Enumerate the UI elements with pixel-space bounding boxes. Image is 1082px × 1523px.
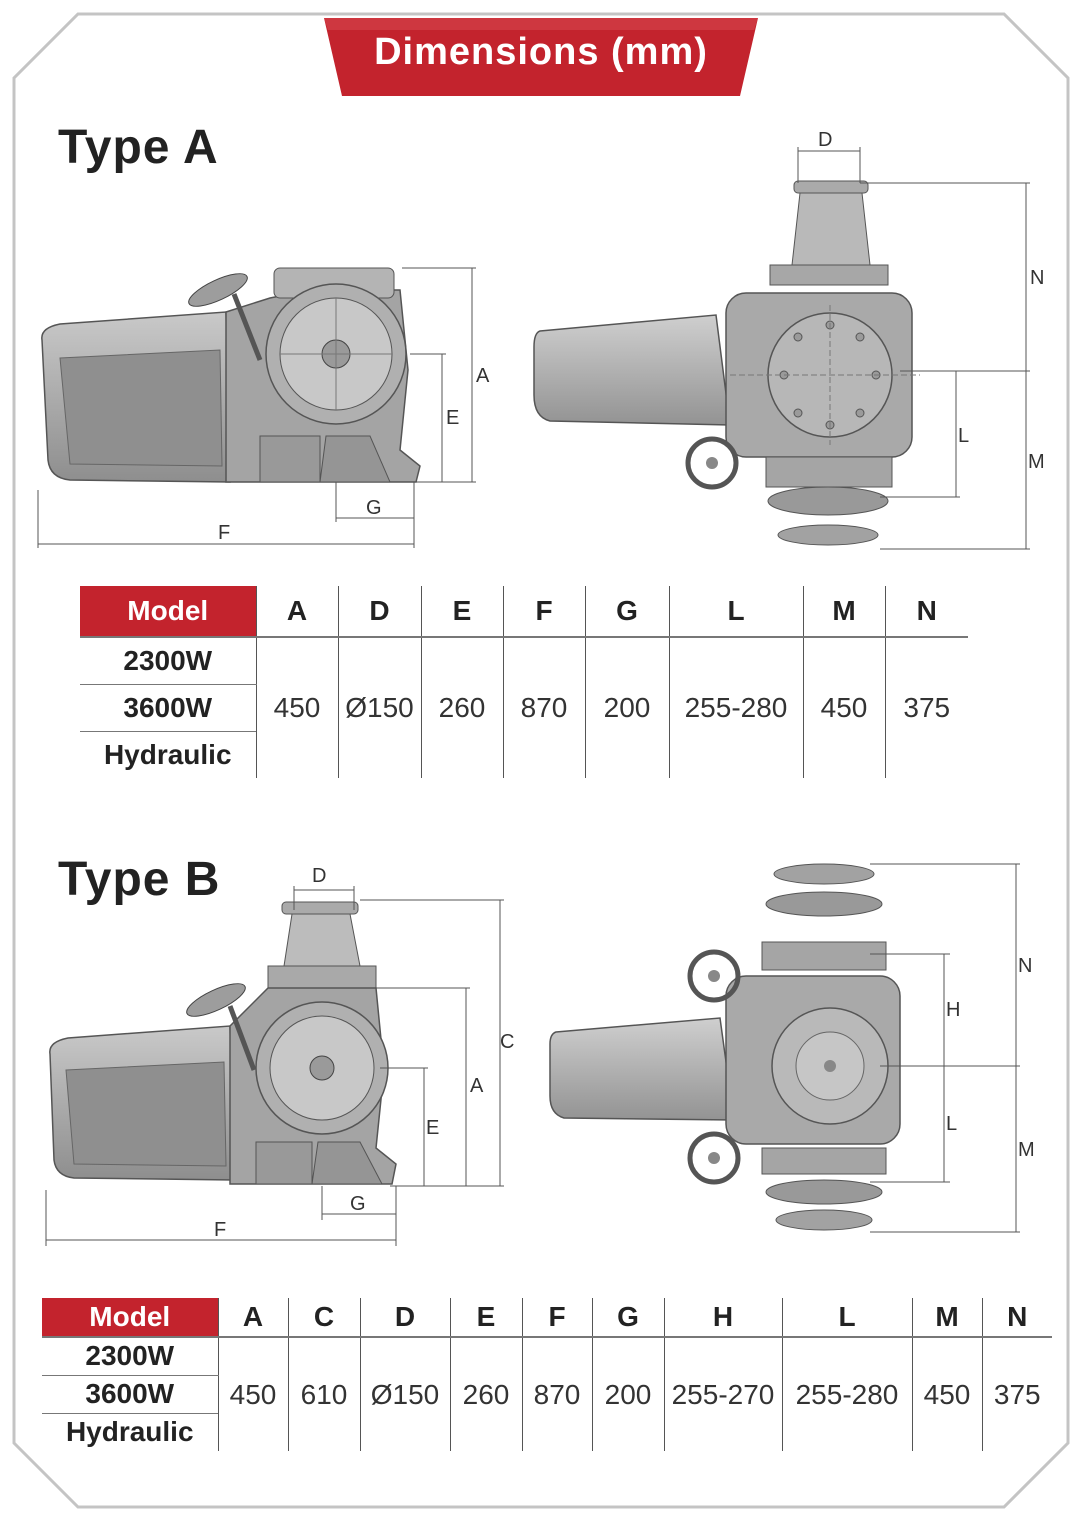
header-f: F (521, 1298, 592, 1338)
value-c: 610 (287, 1337, 360, 1451)
type-a-dim-a: A (476, 365, 490, 387)
value-f: 870 (502, 637, 585, 778)
table-row: 3600W (42, 1375, 1052, 1414)
header-a: A (217, 1298, 288, 1338)
page-title: Dimensions (mm) (374, 31, 708, 73)
type-b-top-view (549, 863, 1020, 1233)
header-m: M (802, 586, 885, 638)
value-a: 450 (255, 637, 338, 778)
value-m: 450 (911, 1337, 982, 1451)
header-model: Model (80, 586, 256, 638)
value-f: 870 (521, 1337, 592, 1451)
header-model: Model (42, 1298, 218, 1338)
header-d: D (359, 1298, 450, 1338)
value-g: 200 (591, 1337, 664, 1451)
type-b-dim-f: F (214, 1219, 227, 1241)
header-m: M (911, 1298, 982, 1338)
value-g: 200 (584, 637, 669, 778)
model-cell: 2300W (80, 637, 256, 685)
type-a-top-view (533, 147, 1030, 550)
header-n: N (884, 586, 968, 638)
header-e: E (449, 1298, 522, 1338)
type-b-dim-h: H (946, 999, 961, 1021)
value-l: 255-280 (668, 637, 803, 778)
table-row: 2300W 450 610 Ø150 260 870 200 255-270 2… (42, 1337, 1052, 1451)
type-a-dim-g: G (366, 497, 382, 519)
type-b-dim-a: A (470, 1075, 484, 1097)
type-b-side-view (45, 886, 504, 1246)
model-cell: 3600W (42, 1375, 218, 1414)
header-l: L (781, 1298, 912, 1338)
header-row: Model A D E F G L M N (80, 586, 968, 638)
table-row: 2300W 450 Ø150 260 870 200 255-280 450 3… (80, 637, 968, 778)
value-n: 375 (981, 1337, 1052, 1451)
type-b-dim-l: L (946, 1113, 958, 1135)
type-a-dim-f: F (218, 522, 231, 544)
header-c: C (287, 1298, 360, 1338)
title-banner (324, 18, 758, 96)
header-f: F (502, 586, 585, 638)
type-b-dim-n: N (1018, 955, 1033, 977)
type-a-dim-m: M (1028, 451, 1045, 473)
value-e: 260 (420, 637, 503, 778)
type-a-dim-n: N (1030, 267, 1045, 289)
header-d: D (337, 586, 421, 638)
header-n: N (981, 1298, 1052, 1338)
value-l: 255-280 (781, 1337, 912, 1451)
type-a-dim-l: L (958, 425, 970, 447)
header-a: A (255, 586, 338, 638)
header-e: E (420, 586, 503, 638)
type-b-dim-d: D (312, 865, 327, 887)
type-b-dim-c: C (500, 1031, 515, 1053)
type-b-dim-e: E (426, 1117, 440, 1139)
model-cell: Hydraulic (65, 1416, 194, 1448)
header-l: L (668, 586, 803, 638)
type-b-dim-m: M (1018, 1139, 1035, 1161)
type-b-spec-table: Model A C D E F G H L M N 2300W 450 610 … (42, 1298, 1052, 1451)
type-b-dim-g: G (350, 1193, 366, 1215)
table-row: Hydraulic (42, 1413, 1052, 1451)
value-h: 255-270 (663, 1337, 782, 1451)
value-d: Ø150 (359, 1337, 450, 1451)
table-row: 3600W (80, 684, 968, 732)
model-cell: 2300W (42, 1337, 218, 1376)
type-b-heading: Type B (58, 853, 221, 906)
model-cell: Hydraulic (103, 738, 232, 770)
value-m: 450 (802, 637, 885, 778)
header-row: Model A C D E F G H L M N (42, 1298, 1052, 1338)
model-cell: 3600W (80, 684, 256, 732)
type-a-heading: Type A (58, 121, 219, 174)
value-d: Ø150 (337, 637, 421, 778)
value-a: 450 (217, 1337, 288, 1451)
type-a-dim-d: D (818, 129, 833, 151)
type-a-side-view (37, 267, 476, 548)
header-h: H (663, 1298, 782, 1338)
header-g: G (591, 1298, 664, 1338)
table-row: Hydraulic (80, 731, 968, 778)
value-e: 260 (449, 1337, 522, 1451)
type-a-dim-e: E (446, 407, 460, 429)
header-g: G (584, 586, 669, 638)
value-n: 375 (884, 637, 968, 778)
type-a-spec-table: Model A D E F G L M N 2300W 450 Ø150 260… (80, 586, 968, 778)
